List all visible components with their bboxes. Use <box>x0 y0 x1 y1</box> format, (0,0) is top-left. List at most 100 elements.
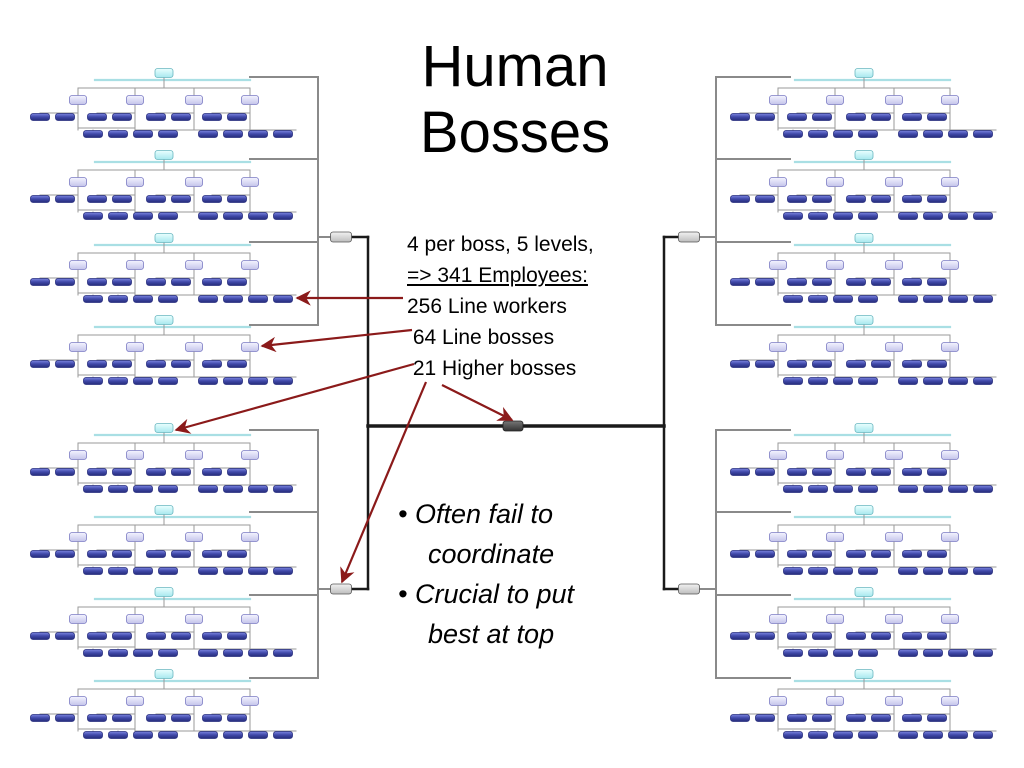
line-boss-node <box>69 177 87 187</box>
line-worker-node <box>273 212 293 220</box>
line-boss-node <box>69 614 87 624</box>
line-boss-node <box>126 532 144 542</box>
line-worker-node <box>55 360 75 368</box>
hub-node <box>678 231 700 243</box>
line-worker-node <box>923 731 943 739</box>
line-worker-node <box>55 468 75 476</box>
line-worker-node <box>812 360 832 368</box>
line-worker-node <box>812 278 832 286</box>
line-worker-node <box>112 195 132 203</box>
line-worker-node <box>833 485 853 493</box>
line-worker-node <box>87 195 107 203</box>
line-worker-node <box>227 113 247 121</box>
subtree <box>30 669 297 739</box>
line-worker-node <box>112 113 132 121</box>
line-worker-node <box>787 550 807 558</box>
line-boss-node <box>826 260 844 270</box>
line-worker-node <box>202 195 222 203</box>
line-worker-node <box>227 278 247 286</box>
line-worker-node <box>898 567 918 575</box>
line-worker-node <box>171 278 191 286</box>
line-worker-node <box>973 485 993 493</box>
line-worker-node <box>30 550 50 558</box>
line-worker-node <box>112 714 132 722</box>
line-worker-node <box>112 550 132 558</box>
line-worker-node <box>146 113 166 121</box>
line-boss-node <box>941 260 959 270</box>
subtree <box>30 150 297 220</box>
higher-boss-node <box>854 669 874 679</box>
line-boss-node <box>185 696 203 706</box>
line-worker-node <box>927 468 947 476</box>
line-worker-node <box>87 714 107 722</box>
line-worker-node <box>112 278 132 286</box>
line-worker-node <box>108 649 128 657</box>
line-worker-node <box>108 377 128 385</box>
line-worker-node <box>273 731 293 739</box>
line-worker-node <box>902 113 922 121</box>
stats-line-workers: 256 Line workers <box>407 295 567 318</box>
line-worker-node <box>812 550 832 558</box>
line-boss-node <box>241 532 259 542</box>
line-worker-node <box>923 130 943 138</box>
line-worker-node <box>171 714 191 722</box>
line-boss-node <box>185 450 203 460</box>
line-worker-node <box>158 485 178 493</box>
line-worker-node <box>30 468 50 476</box>
line-worker-node <box>902 714 922 722</box>
line-boss-node <box>241 696 259 706</box>
line-worker-node <box>783 377 803 385</box>
line-worker-node <box>927 113 947 121</box>
line-worker-node <box>202 550 222 558</box>
line-worker-node <box>158 377 178 385</box>
line-worker-node <box>730 632 750 640</box>
line-worker-node <box>146 714 166 722</box>
line-worker-node <box>783 212 803 220</box>
line-boss-node <box>241 95 259 105</box>
line-worker-node <box>833 295 853 303</box>
line-worker-node <box>858 377 878 385</box>
line-worker-node <box>146 278 166 286</box>
line-boss-node <box>885 260 903 270</box>
line-worker-node <box>808 731 828 739</box>
line-boss-node <box>185 95 203 105</box>
line-worker-node <box>902 468 922 476</box>
line-worker-node <box>248 377 268 385</box>
line-worker-node <box>923 377 943 385</box>
line-worker-node <box>87 360 107 368</box>
employee-stats: 4 per boss, 5 levels, => 341 Employees: … <box>407 229 594 384</box>
line-boss-node <box>885 177 903 187</box>
line-boss-node <box>185 177 203 187</box>
line-worker-node <box>133 212 153 220</box>
line-worker-node <box>273 130 293 138</box>
line-boss-node <box>126 450 144 460</box>
line-worker-node <box>171 550 191 558</box>
line-boss-node <box>941 696 959 706</box>
line-boss-node <box>185 260 203 270</box>
line-worker-node <box>948 295 968 303</box>
line-boss-node <box>241 260 259 270</box>
line-worker-node <box>133 649 153 657</box>
line-boss-node <box>69 342 87 352</box>
line-worker-node <box>55 632 75 640</box>
subtree <box>30 587 297 657</box>
line-boss-node <box>769 260 787 270</box>
line-worker-node <box>898 649 918 657</box>
line-boss-node <box>769 614 787 624</box>
line-worker-node <box>846 550 866 558</box>
line-worker-node <box>923 212 943 220</box>
line-boss-node <box>826 532 844 542</box>
higher-boss-node <box>154 669 174 679</box>
line-worker-node <box>83 130 103 138</box>
line-worker-node <box>871 632 891 640</box>
line-worker-node <box>30 714 50 722</box>
line-worker-node <box>858 295 878 303</box>
line-worker-node <box>871 468 891 476</box>
line-boss-node <box>241 342 259 352</box>
line-boss-node <box>69 696 87 706</box>
line-worker-node <box>783 295 803 303</box>
line-worker-node <box>248 649 268 657</box>
line-worker-node <box>223 295 243 303</box>
higher-boss-node <box>154 315 174 325</box>
hub-node <box>330 231 352 243</box>
